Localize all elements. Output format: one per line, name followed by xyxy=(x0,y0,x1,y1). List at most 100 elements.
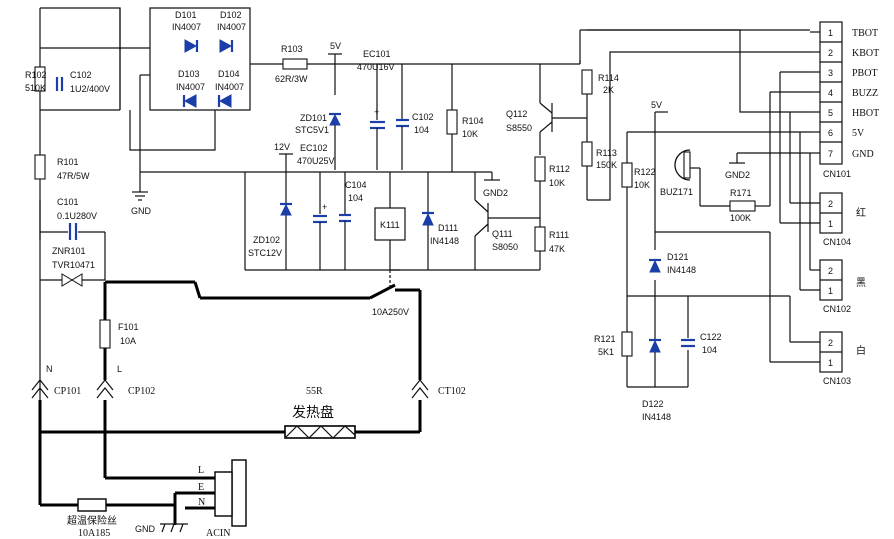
acin-pin-l: L xyxy=(198,465,204,476)
c102-mid-capacitor: C102 104 xyxy=(396,64,434,170)
gnd-left-label: GND xyxy=(131,206,152,216)
svg-text:5V: 5V xyxy=(852,128,865,139)
f101-ref: F101 xyxy=(118,322,139,332)
d121-ref: D121 xyxy=(667,252,689,262)
svg-text:2: 2 xyxy=(828,48,833,58)
d121-value: IN4148 xyxy=(667,265,696,275)
svg-text:+: + xyxy=(322,202,327,212)
c102-mid-value: 104 xyxy=(414,125,429,135)
ec101-value: 470U16V xyxy=(357,62,395,72)
r121-resistor: R121 5K1 xyxy=(594,331,633,357)
svg-text:1: 1 xyxy=(828,286,833,296)
k111-relay: K111 xyxy=(374,172,475,271)
cn101-connector: 1 2 3 4 5 6 7 TBOT KBOT PBOT BUZZ HBOT 5… xyxy=(587,21,879,179)
r121-value: 5K1 xyxy=(598,347,614,357)
zd102-value: STC12V xyxy=(248,248,282,258)
q111-ref: Q111 xyxy=(492,229,513,239)
d103-ref: D103 xyxy=(178,69,200,79)
cn102-color: 黑 xyxy=(856,277,866,289)
d111-ref: D111 xyxy=(438,223,458,233)
svg-text:6: 6 xyxy=(828,128,833,138)
znr101-varistor: ZNR101 TVR10471 xyxy=(52,246,95,287)
ec101-ref: EC101 xyxy=(363,49,391,59)
d122-diode: D122 IN4148 xyxy=(642,338,671,422)
thermal-fuse-value: 10A185 xyxy=(78,528,110,539)
power-loop: 10A250V xyxy=(103,270,422,380)
ec102-ref: EC102 xyxy=(300,143,328,153)
q111-value: S8050 xyxy=(492,242,518,252)
r103-ref: R103 xyxy=(281,44,303,54)
r122-resistor: R122 10K xyxy=(621,162,656,190)
c101-capacitor: C101 0.1U280V xyxy=(40,197,106,280)
r112-ref: R112 xyxy=(549,164,570,174)
r111-ref: R111 xyxy=(549,230,569,240)
heating-plate: 55R 发热盘 xyxy=(38,386,422,500)
ec101-capacitor: + EC101 470U16V xyxy=(357,49,395,170)
cn103-color: 白 xyxy=(856,344,866,357)
gnd2-right-label: GND2 xyxy=(725,170,750,180)
gnd-left-symbol: GND xyxy=(131,191,152,216)
f101-value: 10A xyxy=(120,336,136,346)
cp102-ref: CP102 xyxy=(128,386,155,397)
svg-text:5: 5 xyxy=(828,108,833,118)
cp101-pin: N xyxy=(46,364,53,374)
svg-text:3: 3 xyxy=(828,68,833,78)
svg-text:2: 2 xyxy=(828,266,833,276)
r122-ref: R122 xyxy=(634,167,656,177)
c122-capacitor: C122 104 xyxy=(681,332,722,355)
gnd2-right: GND2 xyxy=(725,170,750,180)
r113-ref: R113 xyxy=(596,148,617,158)
svg-text:1: 1 xyxy=(828,219,833,229)
5v-rail: 5V xyxy=(328,29,810,113)
r102-resistor: R102 510K xyxy=(25,66,47,93)
r122-value: 10K xyxy=(634,180,650,190)
zd101-ref: ZD101 xyxy=(300,113,327,123)
cn102-ref: CN102 xyxy=(823,304,851,314)
r102-ref: R102 xyxy=(25,70,47,80)
q112-transistor: Q112 S8550 xyxy=(506,64,587,155)
r101-ref: R101 xyxy=(57,157,79,167)
r114-ref: R114 xyxy=(598,73,619,83)
svg-text:4: 4 xyxy=(828,88,833,98)
c102-left-value: 1U2/400V xyxy=(70,84,110,94)
r104-ref: R104 xyxy=(462,116,484,126)
r114-value: 2K xyxy=(603,85,614,95)
r113-resistor: R113 150K xyxy=(581,51,810,201)
cp101-connector: N CP101 xyxy=(31,364,81,399)
5v-label-right: 5V xyxy=(651,100,662,110)
svg-text:PBOT: PBOT xyxy=(852,68,878,79)
r102-value: 510K xyxy=(25,83,46,93)
r103-resistor: R103 62R/3W xyxy=(275,44,308,84)
buz171-ref: BUZ171 xyxy=(660,187,693,197)
r121-ref: R121 xyxy=(594,334,616,344)
zd102-ref: ZD102 xyxy=(253,235,280,245)
r103-value: 62R/3W xyxy=(275,74,308,84)
cn104-ref: CN104 xyxy=(823,237,851,247)
thermal-fuse-name: 超温保险丝 xyxy=(67,514,117,527)
r171-value: 100K xyxy=(730,213,751,223)
cp102-pin: L xyxy=(117,364,122,374)
r114-resistor: R114 2K xyxy=(581,69,619,142)
d111-value: IN4148 xyxy=(430,236,459,246)
cn103-ref: CN103 xyxy=(823,376,851,386)
svg-text:+: + xyxy=(374,107,379,117)
k111-ref: K111 xyxy=(380,220,400,230)
c122-value: 104 xyxy=(702,345,717,355)
svg-text:1: 1 xyxy=(828,28,833,38)
d103-value: IN4007 xyxy=(176,82,205,92)
svg-text:GND: GND xyxy=(852,149,874,160)
c102-left-ref: C102 xyxy=(70,70,92,80)
ct102-ref: CT102 xyxy=(438,386,466,397)
c104-mid-capacitor: C104 104 xyxy=(339,172,367,270)
d104-ref: D104 xyxy=(218,69,240,79)
c104-mid-ref: C104 xyxy=(345,180,367,190)
d111-diode: D111 IN4148 xyxy=(422,172,459,270)
relay-contact-rating: 10A250V xyxy=(372,307,409,317)
buz171-buzzer: BUZ171 xyxy=(660,149,693,197)
gnd-bottom-label: GND xyxy=(135,524,156,534)
r113-value: 150K xyxy=(596,160,617,170)
cn102-connector: 2 1 黑 CN102 xyxy=(819,259,866,314)
d101-value: IN4007 xyxy=(172,22,201,32)
r111-resistor: R111 47K xyxy=(475,226,569,271)
